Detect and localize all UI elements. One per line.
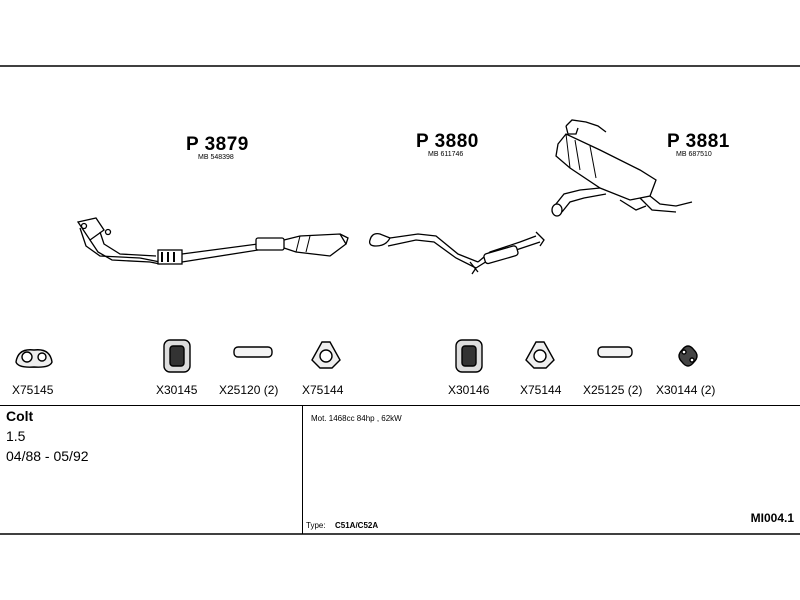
diagram-code: MI004.1: [750, 511, 794, 525]
flange-x75144a-drawing: [311, 341, 341, 369]
fitting-label-x75144-a: X75144: [302, 383, 344, 397]
front-pipe-catalyst-drawing: [76, 217, 349, 265]
type-label: Type:: [306, 521, 326, 530]
fitting-label-x25120: X25120 (2): [219, 383, 279, 397]
mount-x30144-drawing: [678, 345, 698, 367]
hanger-x30146-drawing: [455, 339, 483, 373]
motor-spec: Mot. 1468cc 84hp , 62kW: [311, 414, 402, 423]
gasket-icon-drawing: [15, 349, 53, 368]
fitting-label-x30144: X30144 (2): [656, 383, 716, 397]
fitting-label-x30146: X30146: [448, 383, 490, 397]
part-number-p3881: P 3881: [667, 131, 730, 152]
fitting-label-x75145: X75145: [12, 383, 54, 397]
fitting-label-x75144-b: X75144: [520, 383, 562, 397]
spec-info-box: Mot. 1468cc 84hp , 62kW Type: C51A/C52A …: [303, 405, 800, 534]
vehicle-info-box: Colt 1.5 04/88 - 05/92: [0, 405, 303, 534]
rear-silencer-drawing: [551, 119, 693, 217]
part-number-p3880: P 3880: [416, 131, 479, 152]
fitting-label-x30145: X30145: [156, 383, 198, 397]
mb-number-p3879: MB 548398: [198, 154, 234, 161]
fitting-label-x25125: X25125 (2): [583, 383, 643, 397]
vehicle-model: Colt: [6, 408, 34, 424]
part-number-p3879: P 3879: [186, 134, 249, 155]
vehicle-engine: 1.5: [6, 428, 26, 444]
connector-x25120-drawing: [233, 346, 273, 358]
middle-pipe-drawing: [368, 231, 545, 275]
mb-number-p3881: MB 687510: [676, 151, 712, 158]
connector-x25125-drawing: [597, 346, 633, 358]
vehicle-dates: 04/88 - 05/92: [6, 448, 89, 464]
type-value: C51A/C52A: [335, 521, 379, 530]
flange-x75144b-drawing: [525, 341, 555, 369]
hanger-x30145-drawing: [163, 339, 191, 373]
mb-number-p3880: MB 611746: [428, 151, 464, 158]
